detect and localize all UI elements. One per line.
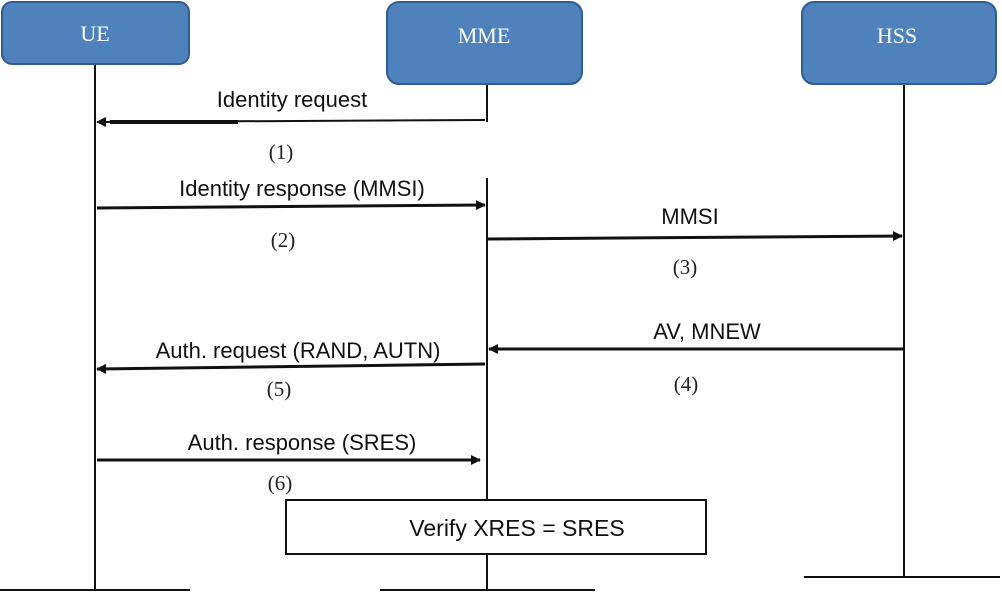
verify-note-label: Verify XRES = SRES — [409, 515, 624, 541]
ue-box — [1, 1, 190, 65]
av-mnew-label: AV, MNEW — [653, 319, 761, 344]
hss-entity: HSS — [801, 1, 997, 85]
mmsi-arrow — [486, 231, 903, 242]
mmsi-label: MMSI — [661, 204, 718, 229]
ue-label: UE — [80, 21, 109, 46]
mme-entity: MME — [386, 1, 583, 85]
ue-entity: UE — [1, 1, 190, 65]
verify-note-box — [285, 499, 707, 555]
step-2-label: (2) — [271, 228, 296, 252]
step-1-label: (1) — [269, 140, 294, 164]
step-6-label: (6) — [268, 471, 293, 495]
hss-box — [801, 1, 997, 85]
mme-label: MME — [458, 23, 511, 48]
identity-response-label: Identity response (MMSI) — [179, 176, 425, 201]
identity-request-label: Identity request — [217, 87, 367, 112]
step-4-label: (4) — [674, 372, 699, 396]
mme-box — [386, 1, 583, 85]
auth-response-label: Auth. response (SRES) — [188, 430, 417, 455]
identity-response-arrow — [96, 200, 486, 211]
step-3-label: (3) — [673, 255, 698, 279]
verify-note: Verify XRES = SRES — [285, 499, 707, 555]
step-5-label: (5) — [267, 377, 292, 401]
auth-request-arrow — [96, 362, 486, 374]
auth-request-label: Auth. request (RAND, AUTN) — [156, 338, 441, 363]
hss-label: HSS — [877, 23, 917, 48]
